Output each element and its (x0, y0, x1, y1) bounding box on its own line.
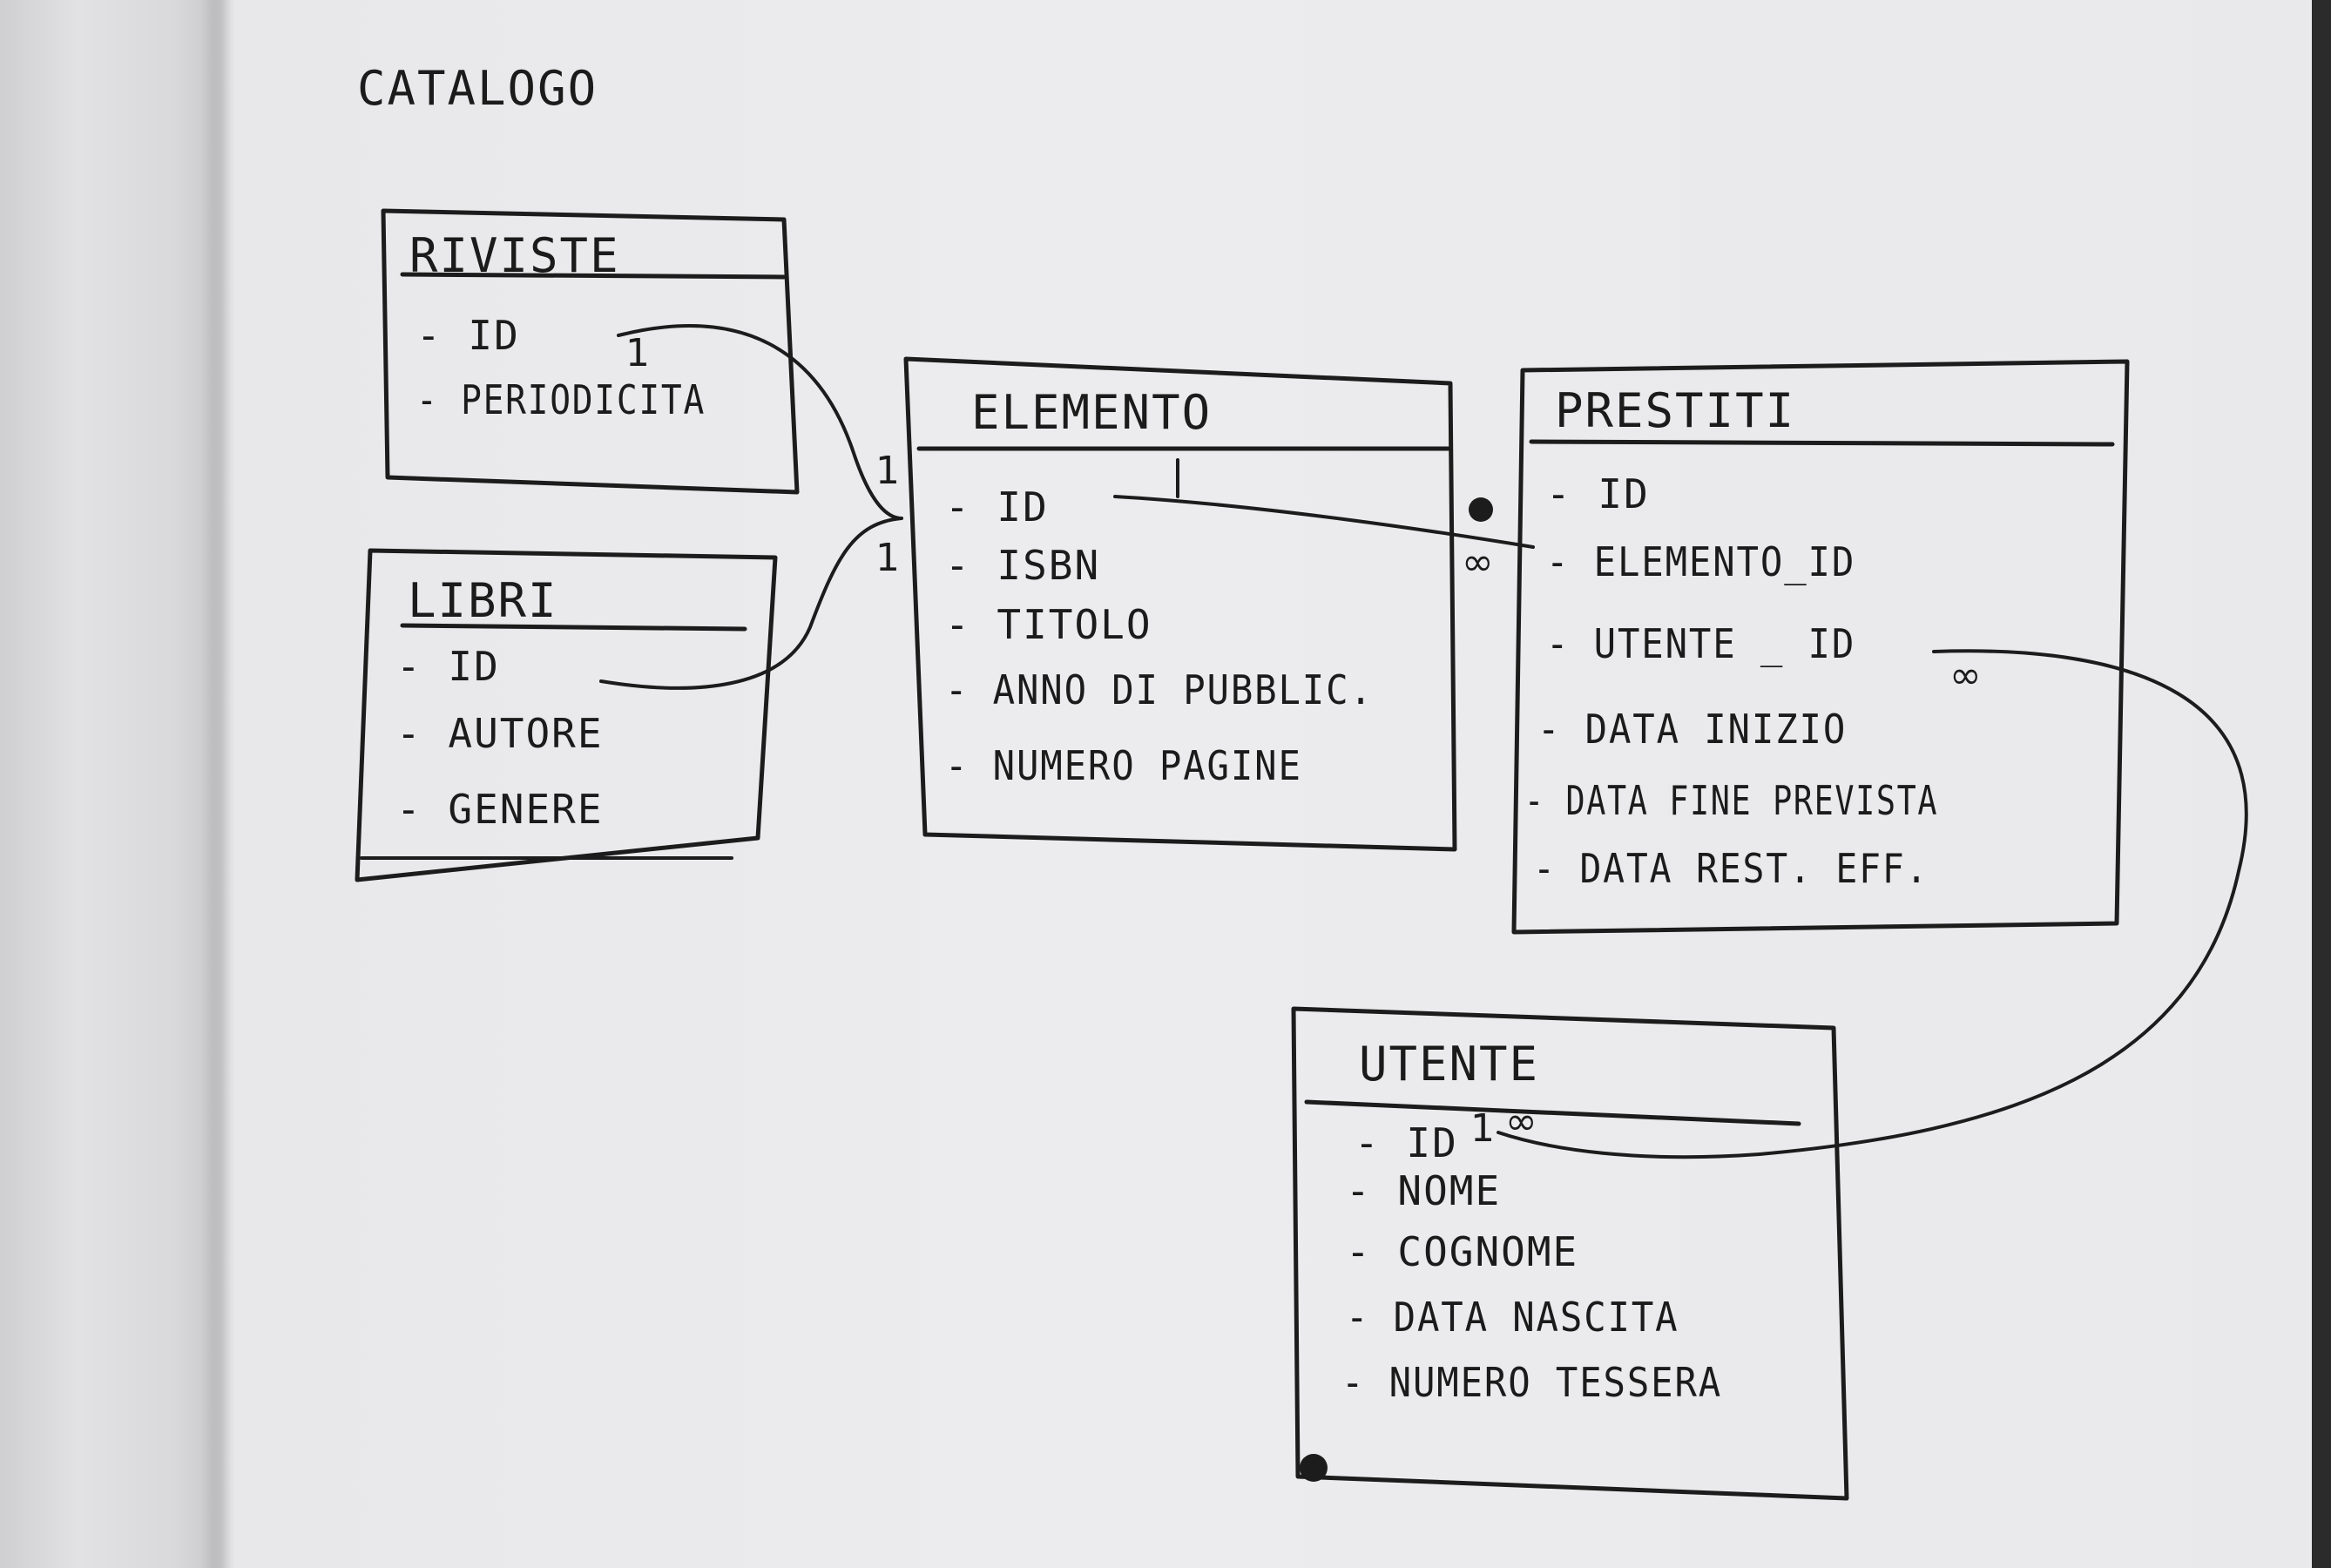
cardinality-mark: ∞ (1505, 1099, 1539, 1144)
ink-dot (1469, 497, 1493, 522)
attribute: - ID (416, 312, 520, 359)
entity-title-riviste: RIVISTE (409, 228, 620, 283)
attribute: - TITOLO (945, 601, 1152, 648)
entity-title-prestiti: PRESTITI (1555, 383, 1796, 438)
cardinality-mark: 1 (875, 449, 902, 493)
cardinality-mark: 1 (1470, 1106, 1497, 1151)
attribute: - DATA NASCITA (1346, 1294, 1679, 1341)
attribute: - ID (1355, 1119, 1458, 1166)
attribute: - ID (396, 643, 500, 690)
attribute: - DATA REST. EFF. (1533, 845, 1929, 892)
attribute: - ELEMENTO_ID (1546, 538, 1856, 585)
cardinality-mark: 1 (875, 536, 902, 580)
attribute: - COGNOME (1346, 1228, 1579, 1275)
attribute: - GENERE (396, 786, 604, 833)
link-riviste-elemento (617, 324, 903, 520)
entity-box-utente (1291, 1006, 1849, 1501)
table-edge (2312, 0, 2331, 1568)
attribute: - DATA INIZIO (1537, 706, 1848, 753)
link-libri-elemento (599, 517, 903, 690)
cardinality-mark: ∞ (1462, 540, 1496, 585)
ink-dot (1300, 1454, 1328, 1482)
entity-title-elemento: ELEMENTO (971, 385, 1213, 440)
page-title: CATALOGO (357, 61, 598, 116)
attribute: - AUTORE (396, 710, 604, 757)
attribute: - UTENTE _ ID (1546, 620, 1856, 667)
entity-title-libri: LIBRI (408, 573, 558, 628)
attribute: - ID (1546, 470, 1650, 517)
entity-title-utente: UTENTE (1359, 1037, 1540, 1092)
attribute: - NOME (1346, 1167, 1502, 1214)
attribute: - PERIODICITA (416, 376, 706, 423)
attribute: - ANNO DI PUBBLIC. (945, 666, 1374, 713)
entity-box-riviste (381, 208, 800, 495)
cardinality-mark: ∞ (1949, 653, 1983, 698)
link-elemento-prestiti (1113, 495, 1535, 549)
attribute: - DATA FINE PREVISTA (1524, 777, 1939, 824)
attribute: - ISBN (945, 542, 1101, 589)
entity-box-prestiti (1511, 359, 2130, 935)
cardinality-mark: 1 (625, 331, 652, 375)
entity-box-elemento (903, 356, 1457, 852)
attribute: - ID (945, 483, 1049, 531)
attribute: - NUMERO TESSERA (1341, 1359, 1723, 1406)
entity-box-libri (355, 548, 778, 882)
link-prestiti-utente (1497, 649, 2248, 1159)
notebook-binding (200, 0, 235, 1568)
attribute: - NUMERO PAGINE (945, 742, 1302, 789)
